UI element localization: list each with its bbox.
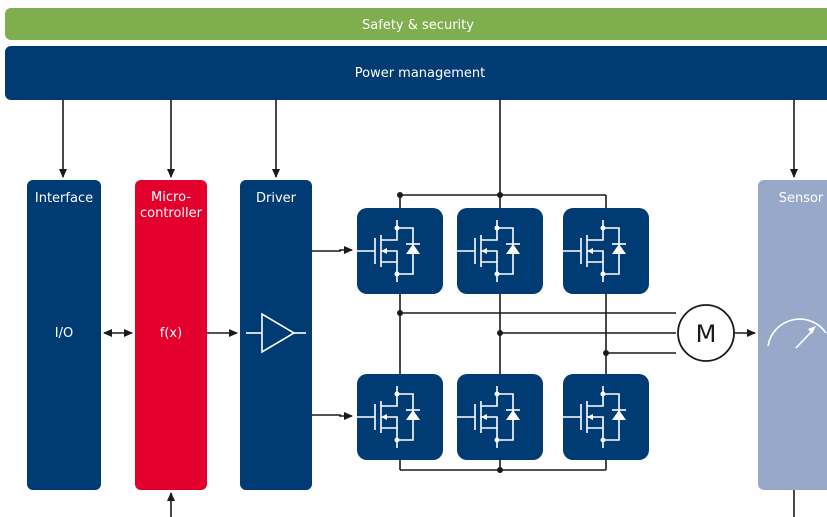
safety-security-bar bbox=[5, 8, 827, 40]
high-side-transistor-1 bbox=[356, 207, 444, 295]
sensor-title: Sensor bbox=[779, 191, 824, 206]
gauge-icon bbox=[767, 318, 827, 349]
driver-high-side-arrow bbox=[312, 246, 353, 254]
driver-block bbox=[240, 180, 312, 490]
interface-title: Interface bbox=[35, 191, 93, 206]
microcontroller-block bbox=[135, 180, 207, 490]
low-side-transistor-3 bbox=[562, 373, 650, 461]
sensor-block bbox=[758, 180, 827, 490]
low-side-transistor-2 bbox=[456, 373, 544, 461]
high-side-transistor-2 bbox=[456, 207, 544, 295]
safety-security-label: Safety & security bbox=[362, 18, 474, 33]
microcontroller-function-label: f(x) bbox=[160, 326, 182, 341]
power-management-bar bbox=[5, 46, 827, 100]
high-side-transistor-3 bbox=[562, 207, 650, 295]
power-management-label: Power management bbox=[355, 66, 486, 81]
driver-low-side-arrow bbox=[312, 412, 353, 420]
microcontroller-title-line1: Micro- bbox=[151, 190, 191, 205]
microcontroller-title-line2: controller bbox=[140, 206, 203, 221]
interface-io-label: I/O bbox=[55, 326, 73, 341]
motor-circle-icon: M bbox=[677, 304, 735, 362]
amplifier-triangle-icon bbox=[246, 312, 306, 354]
driver-title: Driver bbox=[256, 191, 297, 206]
low-side-transistor-1 bbox=[356, 373, 444, 461]
motor-label: M bbox=[696, 320, 717, 348]
interface-block bbox=[27, 180, 101, 490]
